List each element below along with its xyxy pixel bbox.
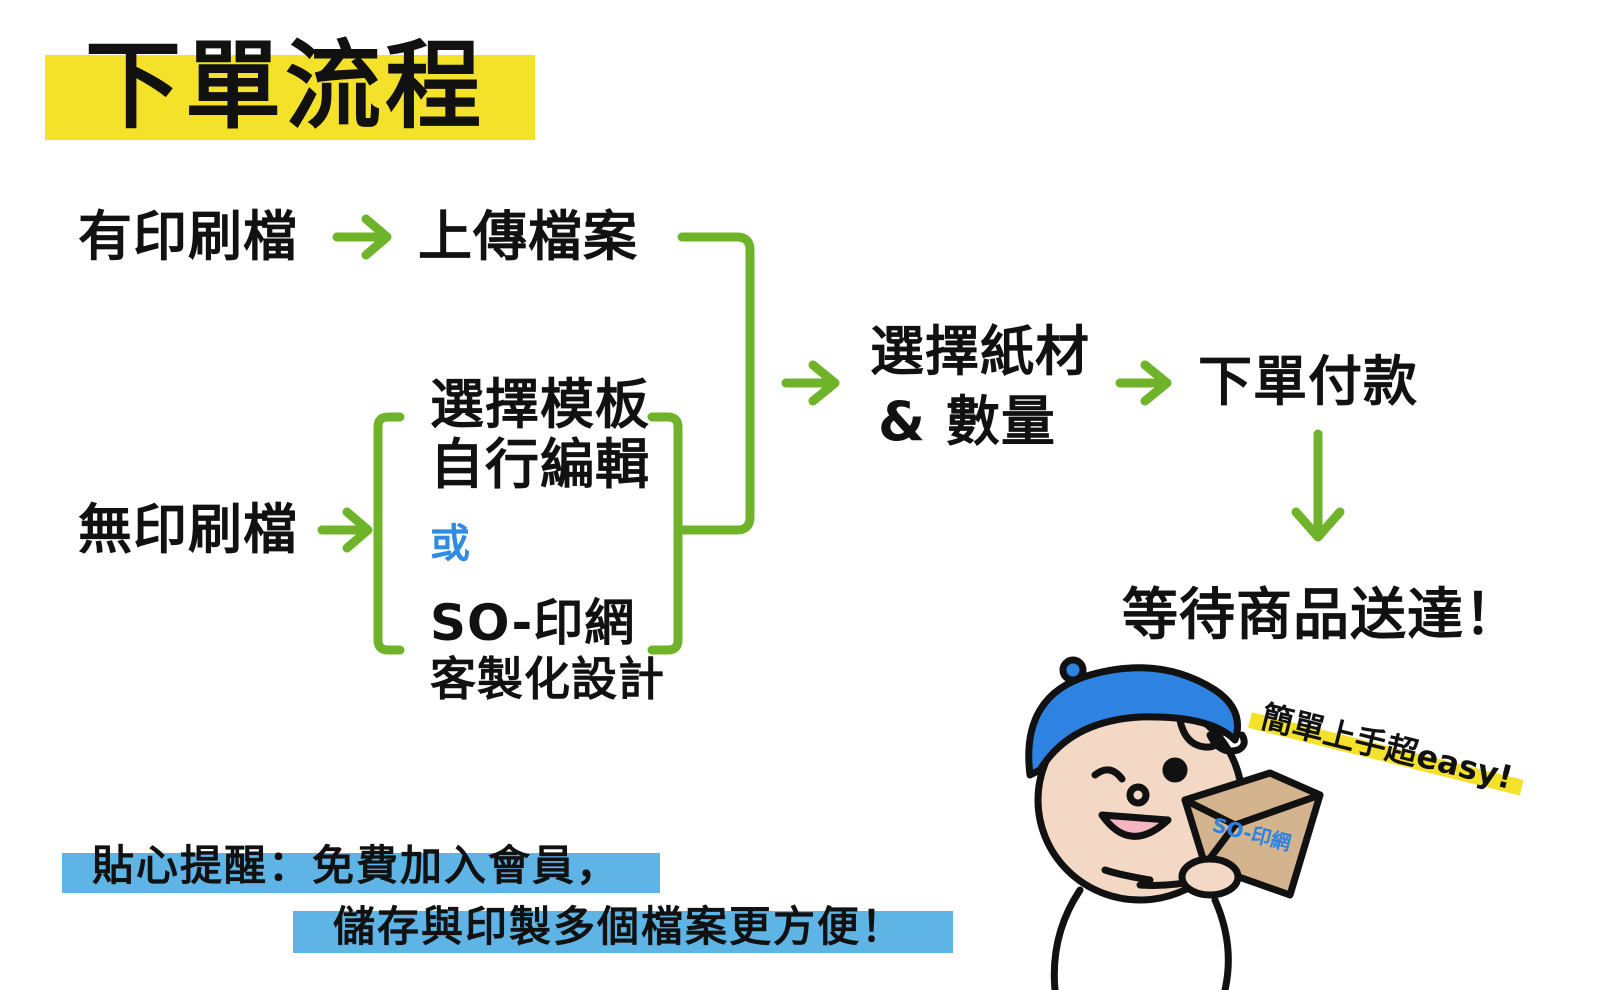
option-template-line1: 選擇模板 <box>430 373 650 436</box>
tip-highlight-2 <box>293 911 953 953</box>
arrow-to-choose-paper <box>781 360 840 406</box>
merge-bracket <box>677 232 755 535</box>
choose-paper-line2: & 數量 <box>878 390 1056 453</box>
option-template-line2: 自行編輯 <box>430 433 650 496</box>
tip-line2: 儲存與印製多個檔案更方便！ <box>333 902 906 951</box>
arrow-has-file-to-upload <box>332 214 392 260</box>
has-file-label: 有印刷檔 <box>78 205 298 268</box>
option-custom-line2: 客製化設計 <box>430 652 665 706</box>
arrow-no-file-to-options <box>317 507 373 553</box>
tip-line1: 貼心提醒：免費加入會員， <box>92 841 621 890</box>
options-bracket-right <box>647 412 683 655</box>
mascot-illustration <box>1025 656 1324 990</box>
no-file-label: 無印刷檔 <box>78 498 298 561</box>
arrow-to-order-pay <box>1115 360 1172 406</box>
option-custom-line1: SO-印網 <box>430 594 636 652</box>
tip-highlight-1 <box>62 853 660 893</box>
or-label: 或 <box>430 521 471 567</box>
page-title: 下單流程 <box>85 30 485 142</box>
order-pay-label: 下單付款 <box>1198 350 1418 413</box>
title-highlight <box>45 55 535 140</box>
options-bracket-left <box>373 412 405 655</box>
wait-delivery-label: 等待商品送達！ <box>1122 583 1521 648</box>
choose-paper-line1: 選擇紙材 <box>870 320 1090 383</box>
upload-file-label: 上傳檔案 <box>418 205 638 268</box>
arrow-to-wait-delivery <box>1291 429 1345 542</box>
